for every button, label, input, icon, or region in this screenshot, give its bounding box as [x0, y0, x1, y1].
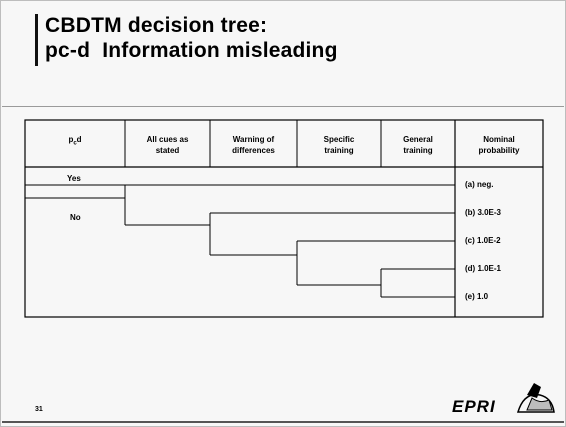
- header-all-cues-line1: All cues as: [146, 135, 189, 144]
- epri-logo-text: EPRI: [452, 397, 496, 416]
- header-all-cues-line2: stated: [155, 146, 180, 155]
- header-pcd: pcd: [25, 134, 125, 150]
- header-warning-line2: differences: [232, 146, 275, 155]
- slide-title: CBDTM decision tree: pc-d Information mi…: [45, 13, 338, 63]
- header-nominal: Nominal probability: [455, 134, 543, 156]
- header-general-line2: training: [403, 146, 433, 155]
- header-warning-line1: Warning of: [232, 135, 275, 144]
- header-pcd-d: d: [76, 135, 82, 144]
- header-specific-line1: Specific: [323, 135, 355, 144]
- header-all-cues: All cues as stated: [125, 134, 210, 156]
- outcome-e: (e) 1.0: [465, 292, 489, 301]
- outcome-b: (b) 3.0E-3: [465, 208, 502, 217]
- outcome-c: (c) 1.0E-2: [465, 236, 501, 245]
- title-accent-bar: [35, 14, 38, 66]
- outcome-d: (d) 1.0E-1: [465, 264, 502, 273]
- branch-label-yes: Yes: [67, 174, 81, 183]
- header-pcd-p: p: [68, 135, 74, 144]
- header-specific: Specific training: [297, 134, 381, 156]
- header-nominal-line2: probability: [478, 146, 520, 155]
- header-nominal-line1: Nominal: [483, 135, 515, 144]
- footer-divider: [2, 421, 564, 423]
- header-general: General training: [381, 134, 455, 156]
- title-divider: [2, 106, 564, 107]
- title-line-2: pc-d Information misleading: [45, 39, 338, 62]
- header-general-line1: General: [403, 135, 433, 144]
- outcome-a: (a) neg.: [465, 180, 494, 189]
- header-pcd-sub: c: [73, 140, 77, 147]
- header-warning: Warning of differences: [210, 134, 297, 156]
- epri-logo-icon: [516, 383, 555, 413]
- page-number: 31: [35, 406, 43, 413]
- table-border: [24, 119, 544, 318]
- branch-label-no: No: [70, 213, 81, 222]
- title-line-1: CBDTM decision tree:: [45, 14, 268, 37]
- header-specific-line2: training: [324, 146, 354, 155]
